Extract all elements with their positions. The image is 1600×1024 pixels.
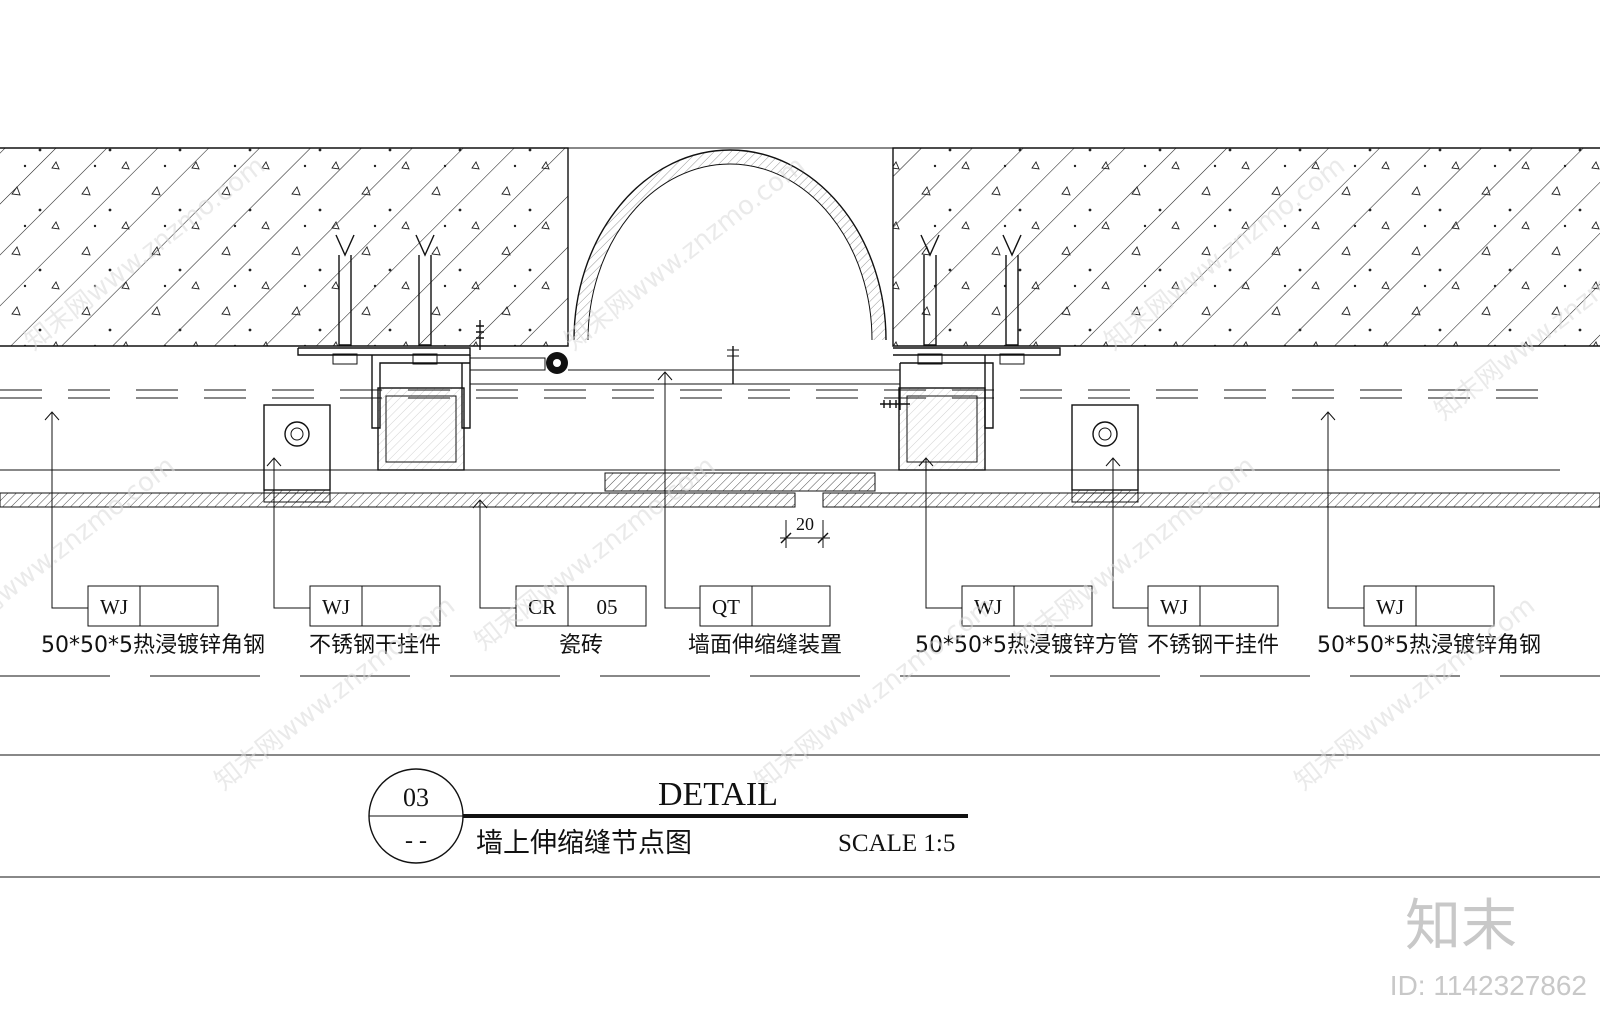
- callout-tag-4: QT 墙面伸缩缝装置: [688, 585, 842, 658]
- callout-description: 瓷砖: [559, 633, 603, 658]
- anchor-bolts: [332, 234, 1025, 365]
- callout-tag-7: WJ 50*50*5热浸镀锌角钢: [1317, 585, 1541, 658]
- callout-tag-5: WJ 50*50*5热浸镀锌方管: [915, 585, 1139, 658]
- detail-name: 墙上伸缩缝节点图: [476, 828, 692, 859]
- detail-scale: SCALE 1:5: [838, 830, 955, 857]
- callout-description: 不锈钢干挂件: [309, 633, 441, 658]
- callout-description: 50*50*5热浸镀锌角钢: [41, 633, 265, 658]
- detail-number: 03: [403, 783, 429, 812]
- callout-number: 05: [597, 595, 618, 619]
- watermark-text: 知末网www.znzmo.com: [209, 591, 461, 797]
- dimension-20: 20: [780, 514, 830, 548]
- watermark-text: 知末网www.znzmo.com: [749, 591, 1001, 797]
- square-tube-right: [898, 387, 986, 471]
- stainless-hanger-right: [1071, 404, 1139, 503]
- leaders: [44, 371, 1364, 609]
- brand-logo: 知末: [1405, 894, 1517, 959]
- callout-code: CR: [528, 595, 556, 619]
- callout-tag-1: WJ 50*50*5热浸镀锌角钢: [41, 585, 265, 658]
- callout-code: WJ: [1160, 595, 1188, 619]
- callout-description: 50*50*5热浸镀锌角钢: [1317, 633, 1541, 658]
- callout-description: 50*50*5热浸镀锌方管: [915, 633, 1139, 658]
- callout-description: 不锈钢干挂件: [1147, 633, 1279, 658]
- callout-code: WJ: [322, 595, 350, 619]
- centerlines: [0, 389, 1600, 677]
- callout-code: QT: [712, 595, 740, 619]
- square-tube-left: [377, 387, 465, 471]
- callout-tags: WJ 50*50*5热浸镀锌角钢 WJ 不锈钢干挂件 CR 05 瓷砖 QT 墙面伸缩缝装置 WJ…: [41, 585, 1541, 658]
- screw-icon: [880, 400, 910, 408]
- callout-tag-2: WJ 不锈钢干挂件: [309, 585, 441, 658]
- tile-layer: [0, 472, 1600, 508]
- callout-description: 墙面伸缩缝装置: [688, 633, 842, 658]
- callout-code: WJ: [1376, 595, 1404, 619]
- concrete-wall-right: [892, 147, 1600, 347]
- detail-heading: DETAIL: [658, 776, 778, 813]
- callout-tag-3: CR 05 瓷砖: [515, 585, 647, 658]
- watermark-text: 知末网www.znzmo.com: [1289, 591, 1541, 797]
- dimension-label: 20: [796, 514, 814, 534]
- detail-sheet: - -: [405, 828, 427, 854]
- callout-code: WJ: [974, 595, 1002, 619]
- title-block: 03 - - DETAIL 墙上伸缩缝节点图 SCALE 1:5: [0, 754, 1600, 878]
- callout-code: WJ: [100, 595, 128, 619]
- asset-id: ID: 1142327862: [1390, 970, 1587, 1001]
- concrete-wall-left: [0, 147, 569, 347]
- callout-tag-6: WJ 不锈钢干挂件: [1147, 585, 1279, 658]
